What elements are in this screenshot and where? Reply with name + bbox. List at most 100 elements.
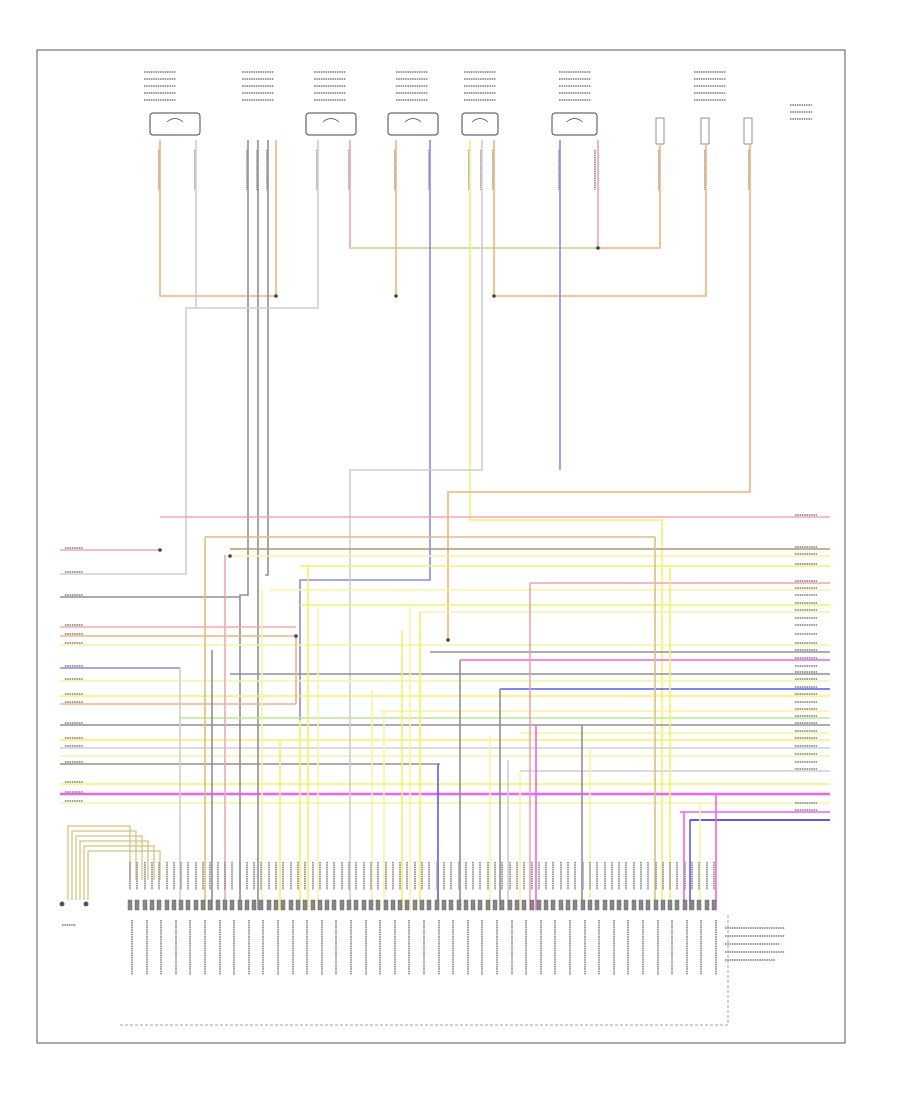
module-pin (200, 899, 206, 911)
module-pin (346, 899, 352, 911)
module-pin (631, 899, 637, 911)
module-pin (266, 899, 272, 911)
wire-grey-left (185, 140, 197, 575)
ground-wire-1 (67, 825, 131, 900)
module-pin (704, 899, 710, 911)
module-pin (258, 899, 264, 911)
module-pin (295, 899, 301, 911)
module-pin (207, 899, 213, 911)
module-pin (696, 899, 702, 911)
module-pin (251, 899, 257, 911)
module-pin (572, 899, 578, 911)
module-pin (237, 899, 243, 911)
module-pin (594, 899, 600, 911)
module-pin (550, 899, 556, 911)
module-pin (383, 899, 389, 911)
relay-terminal-1 (655, 117, 665, 145)
module-pin (638, 899, 644, 911)
module-pin (529, 899, 535, 911)
module-pin (229, 899, 235, 911)
module-pin (331, 899, 337, 911)
ground-wire-4 (79, 840, 149, 900)
module-pin (302, 899, 308, 911)
module-pin (492, 899, 498, 911)
ground-symbol-2 (83, 901, 89, 907)
wire-yellow-mid (469, 140, 663, 910)
module-pin (565, 899, 571, 911)
module-pin (244, 899, 250, 911)
module-pin (375, 899, 381, 911)
component-box-6 (551, 112, 598, 136)
ground-wire-5 (83, 845, 155, 900)
module-pin (390, 899, 396, 911)
wire-lightgrey-2 (190, 140, 319, 309)
module-pin (368, 899, 374, 911)
module-pin (178, 899, 184, 911)
module-pin (536, 899, 542, 911)
module-pin (127, 899, 133, 911)
module-pin (134, 899, 140, 911)
module-pin (456, 899, 462, 911)
component-box-4 (387, 112, 439, 136)
module-pin (353, 899, 359, 911)
module-pin (222, 899, 228, 911)
module-pin (463, 899, 469, 911)
module-pin (324, 899, 330, 911)
module-pin (156, 899, 162, 911)
module-pin (674, 899, 680, 911)
component-box-3 (305, 112, 357, 136)
component-symbol-3 (322, 118, 340, 123)
module-pin (623, 899, 629, 911)
wire-orange-right (493, 140, 707, 297)
splice-dot (446, 638, 450, 642)
ground-wire-2 (71, 830, 137, 900)
ground-symbol-1 (59, 901, 65, 907)
wire-orange-r1 (598, 145, 661, 249)
module-pin (485, 899, 491, 911)
diagram-frame (36, 49, 846, 1044)
module-pin (645, 899, 651, 911)
module-pin (280, 899, 286, 911)
component-box-1 (149, 112, 201, 136)
module-pin (193, 899, 199, 911)
module-pin (171, 899, 177, 911)
module-pin (580, 899, 586, 911)
module-pin (339, 899, 345, 911)
wire-orange-left (159, 140, 277, 297)
relay-terminal-3 (743, 117, 753, 145)
splice-dot (158, 548, 162, 552)
module-pin (587, 899, 593, 911)
module-pin (288, 899, 294, 911)
module-pin (609, 899, 615, 911)
wire-blue-long (299, 140, 431, 720)
module-pin (441, 899, 447, 911)
component-symbol-5 (471, 118, 489, 123)
module-pin (310, 899, 316, 911)
module-pin (507, 899, 513, 911)
splice-dot (596, 246, 600, 250)
module-pin (412, 899, 418, 911)
module-pin (397, 899, 403, 911)
module-boundary (120, 915, 729, 1026)
component-symbol-4 (404, 118, 422, 123)
module-pin (711, 899, 717, 911)
splice-dot (294, 634, 298, 638)
module-pin (653, 899, 659, 911)
wire-grey-3 (265, 140, 269, 576)
component-symbol-6 (566, 118, 583, 123)
module-pin (434, 899, 440, 911)
module-pin (470, 899, 476, 911)
splice-dot (394, 294, 398, 298)
module-pin (667, 899, 673, 911)
splice-dot (228, 554, 232, 558)
module-pin (514, 899, 520, 911)
module-pin (361, 899, 367, 911)
module-pin (164, 899, 170, 911)
wire-lightgrey-3 (349, 140, 483, 720)
module-pin (477, 899, 483, 911)
wire-grey-1 (239, 140, 249, 720)
module-pin (558, 899, 564, 911)
module-pin (602, 899, 608, 911)
